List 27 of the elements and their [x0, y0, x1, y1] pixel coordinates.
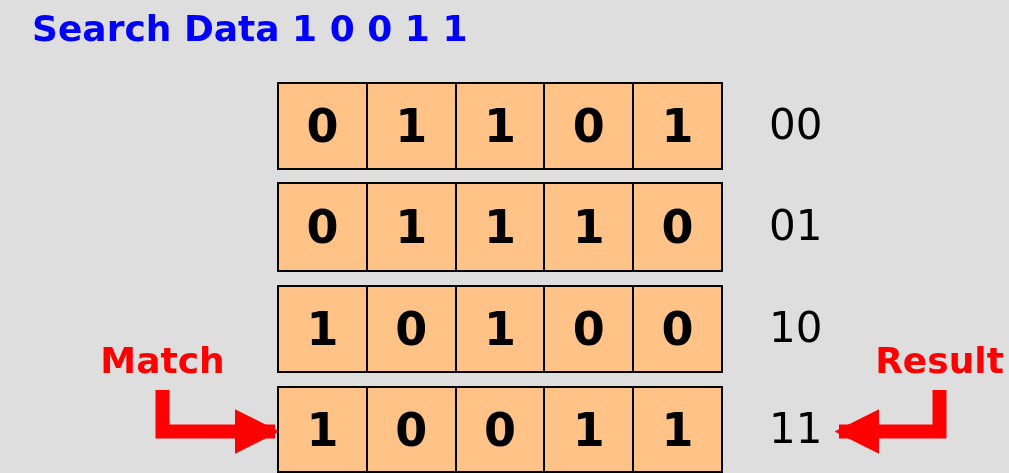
bit-value: 1 [395, 99, 428, 153]
bit-value: 0 [661, 302, 694, 356]
bit-value: 1 [484, 200, 516, 254]
bit-value: 0 [661, 200, 694, 254]
bit-value: 1 [395, 200, 428, 254]
bit-value: 1 [661, 99, 694, 153]
bit-value: 0 [572, 99, 605, 153]
bit-value: 0 [484, 402, 516, 457]
bit-value: 1 [484, 302, 516, 356]
row-address: 10 [769, 303, 823, 352]
title: Search Data 1 0 0 1 1 [32, 8, 468, 49]
bit-value: 1 [306, 302, 339, 356]
bit-value: 0 [306, 200, 339, 254]
bit-value: 0 [395, 402, 428, 457]
row-address: 11 [769, 403, 823, 453]
bit-value: 1 [661, 402, 694, 457]
bit-value: 0 [395, 302, 428, 356]
bit-value: 0 [306, 99, 339, 153]
bit-value: 1 [306, 402, 339, 457]
bit-value: 1 [572, 402, 605, 457]
row-address: 01 [769, 201, 823, 250]
bit-value: 1 [572, 200, 605, 254]
row-address: 00 [769, 100, 823, 149]
arrow-label: Result [874, 340, 1005, 381]
arrow-label: Match [99, 340, 226, 381]
bit-value: 0 [572, 302, 605, 356]
bit-value: 1 [484, 99, 516, 153]
